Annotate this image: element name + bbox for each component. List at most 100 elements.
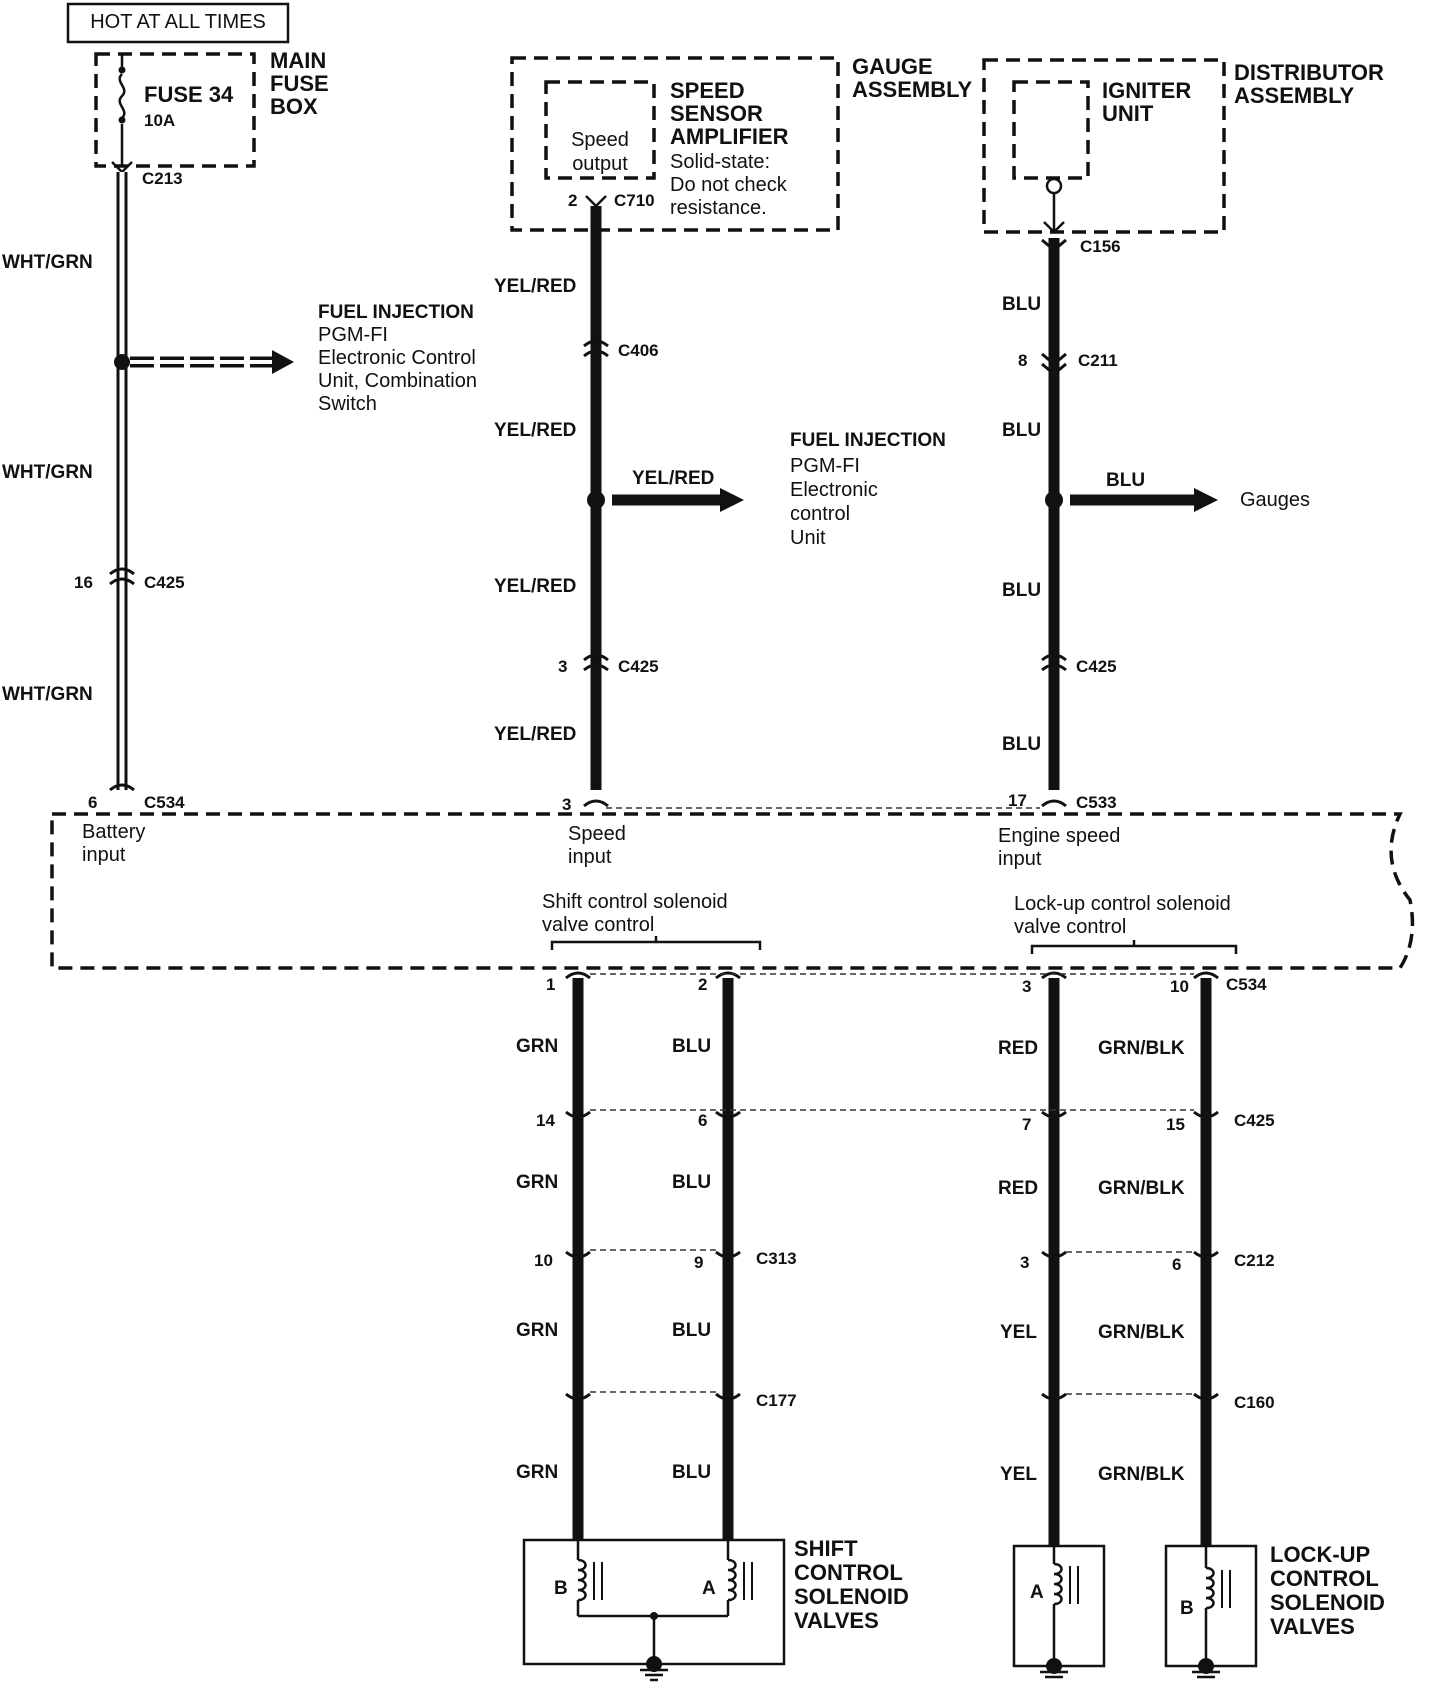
svg-text:FUEL INJECTION: FUEL INJECTION [318,302,474,323]
svg-text:YEL/RED: YEL/RED [494,420,576,441]
svg-text:GRN/BLK: GRN/BLK [1098,1464,1185,1485]
svg-text:BLU: BLU [1002,734,1041,755]
svg-text:ASSEMBLY: ASSEMBLY [1234,83,1355,108]
main-fuse-box: FUSE 34 10A MAIN FUSE BOX C213 [94,48,329,188]
svg-text:WHT/GRN: WHT/GRN [2,252,93,273]
svg-text:GRN: GRN [516,1320,558,1341]
svg-text:10: 10 [534,1251,553,1270]
bottom-wires: C534 C425 C313 C177 C212 C160 1 14 10 GR… [516,971,1275,1546]
svg-text:B: B [554,1578,568,1599]
shift-control-solenoid-valves: B A SHIFT CONTROL SOLENOID VALVES [522,1536,909,1682]
svg-text:C160: C160 [1234,1393,1275,1412]
svg-text:B: B [1180,1598,1194,1619]
svg-text:WHT/GRN: WHT/GRN [2,462,93,483]
svg-text:7: 7 [1022,1115,1031,1134]
svg-text:C211: C211 [1078,351,1118,370]
wire-wht-grn: WHT/GRN WHT/GRN WHT/GRN 16 C425 6 C534 [2,172,294,812]
svg-text:SPEED: SPEED [670,78,745,103]
lockup-control-solenoid-valves: A B LOCK-UP CONTROL SOLENOID VALVES [1012,1542,1385,1679]
wire-yel-red: YEL/RED YEL/RED YEL/RED YEL/RED C406 YEL… [494,206,744,814]
svg-text:10: 10 [1170,977,1189,996]
svg-text:FUSE: FUSE [270,71,329,96]
svg-text:1: 1 [546,975,555,994]
svg-text:Shift control solenoid: Shift control solenoid [542,891,728,913]
svg-text:YEL/RED: YEL/RED [494,724,576,745]
svg-text:3: 3 [1022,977,1031,996]
svg-text:SHIFT: SHIFT [794,1536,858,1561]
svg-text:IGNITER: IGNITER [1102,78,1191,103]
svg-text:C156: C156 [1080,237,1121,256]
svg-text:GRN/BLK: GRN/BLK [1098,1322,1185,1343]
fuse-name: FUSE 34 [144,82,234,107]
svg-text:resistance.: resistance. [670,197,767,219]
svg-text:C177: C177 [756,1391,797,1410]
svg-text:17: 17 [1008,791,1027,810]
svg-text:BLU: BLU [1002,294,1041,315]
svg-text:SOLENOID: SOLENOID [794,1584,909,1609]
wire-blu: BLU BLU BLU BLU 8 C211 BLU Gauges C425 1… [1002,238,1310,812]
svg-text:FUEL INJECTION: FUEL INJECTION [790,430,946,451]
fuel-injection-branch-label-left: FUEL INJECTION PGM-FI Electronic Control… [318,302,477,415]
connector-c213: C213 [142,169,183,188]
svg-text:Battery: Battery [82,821,145,843]
svg-text:C313: C313 [756,1249,797,1268]
svg-text:ASSEMBLY: ASSEMBLY [852,77,973,102]
svg-text:DISTRIBUTOR: DISTRIBUTOR [1234,60,1384,85]
svg-text:WHT/GRN: WHT/GRN [2,684,93,705]
svg-text:BLU: BLU [672,1462,711,1483]
svg-text:YEL/RED: YEL/RED [494,576,576,597]
control-unit-box: Battery input Speed input Engine speed i… [50,812,1415,970]
hot-at-all-times-label: HOT AT ALL TIMES [66,2,290,44]
svg-text:RED: RED [998,1178,1038,1199]
svg-text:VALVES: VALVES [1270,1614,1355,1639]
svg-text:BOX: BOX [270,94,318,119]
svg-text:valve control: valve control [1014,916,1126,938]
svg-text:YEL/RED: YEL/RED [632,468,714,489]
svg-text:6: 6 [698,1111,707,1130]
fuse-rating: 10A [144,111,175,130]
svg-text:C425: C425 [1234,1111,1275,1130]
svg-text:MAIN: MAIN [270,48,326,73]
svg-text:control: control [790,503,850,525]
svg-text:Do not check: Do not check [670,174,788,196]
svg-text:C710: C710 [614,191,655,210]
svg-text:CONTROL: CONTROL [1270,1566,1379,1591]
svg-text:YEL: YEL [1000,1322,1037,1343]
svg-text:BLU: BLU [1106,470,1145,491]
svg-text:input: input [82,844,126,866]
svg-text:16: 16 [74,573,93,592]
svg-text:2: 2 [568,191,577,210]
distributor-assembly: IGNITER UNIT DISTRIBUTOR ASSEMBLY C156 [982,58,1384,256]
svg-text:Electronic Control: Electronic Control [318,347,476,369]
svg-text:6: 6 [1172,1255,1181,1274]
svg-text:15: 15 [1166,1115,1185,1134]
svg-text:C406: C406 [618,341,659,360]
svg-text:Speed: Speed [571,129,629,151]
svg-text:2: 2 [698,975,707,994]
svg-text:YEL: YEL [1000,1464,1037,1485]
svg-text:input: input [568,846,612,868]
svg-text:Unit: Unit [790,527,826,549]
svg-text:3: 3 [558,657,567,676]
svg-text:BLU: BLU [1002,420,1041,441]
svg-text:GRN/BLK: GRN/BLK [1098,1178,1185,1199]
svg-text:BLU: BLU [672,1320,711,1341]
svg-text:C425: C425 [618,657,659,676]
svg-text:Speed: Speed [568,823,626,845]
svg-text:Unit, Combination: Unit, Combination [318,370,477,392]
svg-text:LOCK-UP: LOCK-UP [1270,1542,1370,1567]
svg-text:valve control: valve control [542,914,654,936]
svg-text:RED: RED [998,1038,1038,1059]
svg-text:C425: C425 [144,573,185,592]
svg-text:BLU: BLU [672,1036,711,1057]
svg-text:PGM-FI: PGM-FI [318,324,388,346]
svg-text:Lock-up control solenoid: Lock-up control solenoid [1014,893,1231,915]
svg-text:C425: C425 [1076,657,1117,676]
svg-text:input: input [998,848,1042,870]
svg-text:CONTROL: CONTROL [794,1560,903,1585]
svg-text:Switch: Switch [318,393,377,415]
svg-text:9: 9 [694,1253,703,1272]
svg-text:8: 8 [1018,351,1027,370]
fuel-injection-branch-label-mid: FUEL INJECTION PGM-FI Electronic control… [790,430,946,549]
